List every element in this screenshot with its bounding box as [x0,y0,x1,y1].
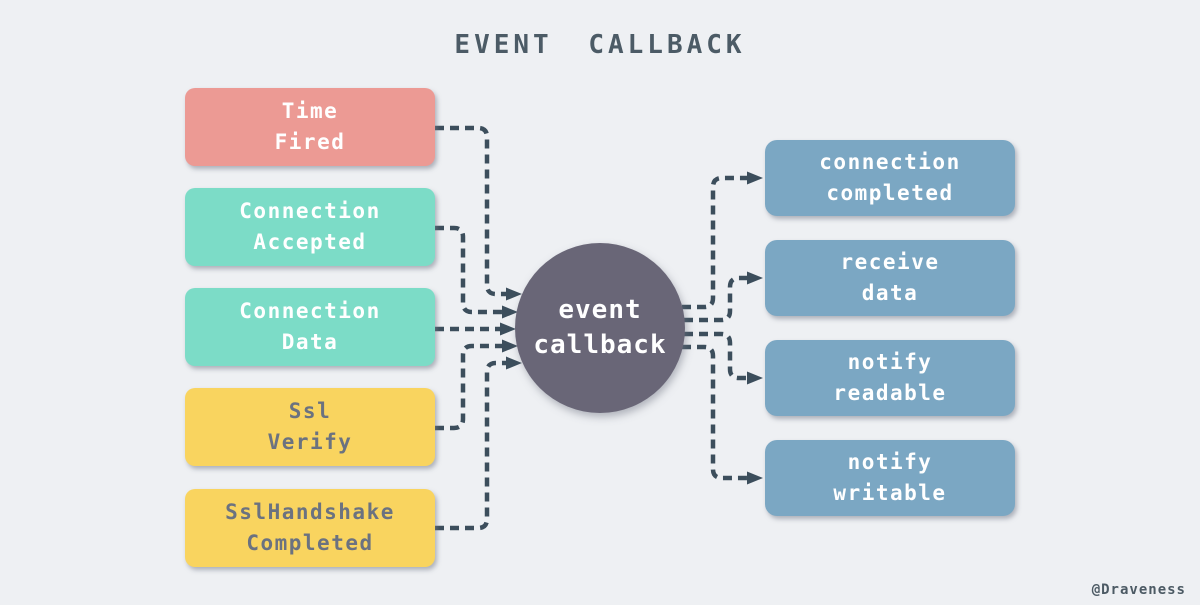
arrowhead-icon [506,287,522,301]
arrowhead-icon [502,305,518,319]
arrowhead-icon [747,171,763,185]
node-label-line2: readable [833,381,947,405]
arrowhead-icon [747,271,763,285]
node-event-callback: event callback [515,243,685,413]
node-time-fired: Time Fired [185,88,435,166]
node-label-line2: Completed [246,531,374,555]
edge-event-callback-to-notify-readable [684,331,763,385]
arrowhead-icon [500,322,516,336]
edge-sslhandshake-completed-to-event-callback [435,356,522,531]
node-label-line2: Verify [267,430,353,454]
arrowhead-icon [747,371,763,385]
edge-event-callback-to-notify-writable [682,344,763,485]
arrowhead-icon [502,339,518,353]
edge-event-callback-to-connection-completed [682,171,763,310]
watermark: @Draveness [1091,582,1186,598]
edge-event-callback-to-receive-data [684,271,763,323]
node-sslhandshake-completed: SslHandshake Completed [185,489,435,567]
node-label-line2: completed [826,181,954,205]
node-label-line2: Fired [274,130,346,154]
node-notify-writable: notify writable [765,440,1015,516]
node-label-line1: notify [847,450,933,474]
node-label-line1: event [558,295,642,325]
edge-connection-data-to-event-callback [435,322,516,336]
node-label-line1: connection [819,150,961,174]
edge-time-fired-to-event-callback [435,125,522,301]
edge-connection-accepted-to-event-callback [435,225,518,319]
diagram-title: EVENT CALLBACK [454,30,746,60]
node-connection-completed: connection completed [765,140,1015,216]
node-label-line2: Accepted [253,230,367,254]
node-label-line1: Connection [239,199,381,223]
node-notify-readable: notify readable [765,340,1015,416]
node-label-line1: SslHandshake [225,500,395,524]
node-connection-accepted: Connection Accepted [185,188,435,266]
node-label-line1: Connection [239,299,381,323]
node-receive-data: receive data [765,240,1015,316]
node-connection-data: Connection Data [185,288,435,366]
node-label-line1: receive [840,250,940,274]
edge-ssl-verify-to-event-callback [435,339,518,431]
node-label-line1: Time [281,99,339,123]
arrowhead-icon [747,471,763,485]
arrowhead-icon [506,356,522,370]
node-label-line2: writable [833,481,947,505]
node-label-line1: Ssl [288,399,332,423]
node-label-line2: callback [533,330,667,360]
node-label-line2: Data [281,330,339,354]
node-ssl-verify: Ssl Verify [185,388,435,466]
node-label-line1: notify [847,350,933,374]
node-label-line2: data [861,281,919,305]
